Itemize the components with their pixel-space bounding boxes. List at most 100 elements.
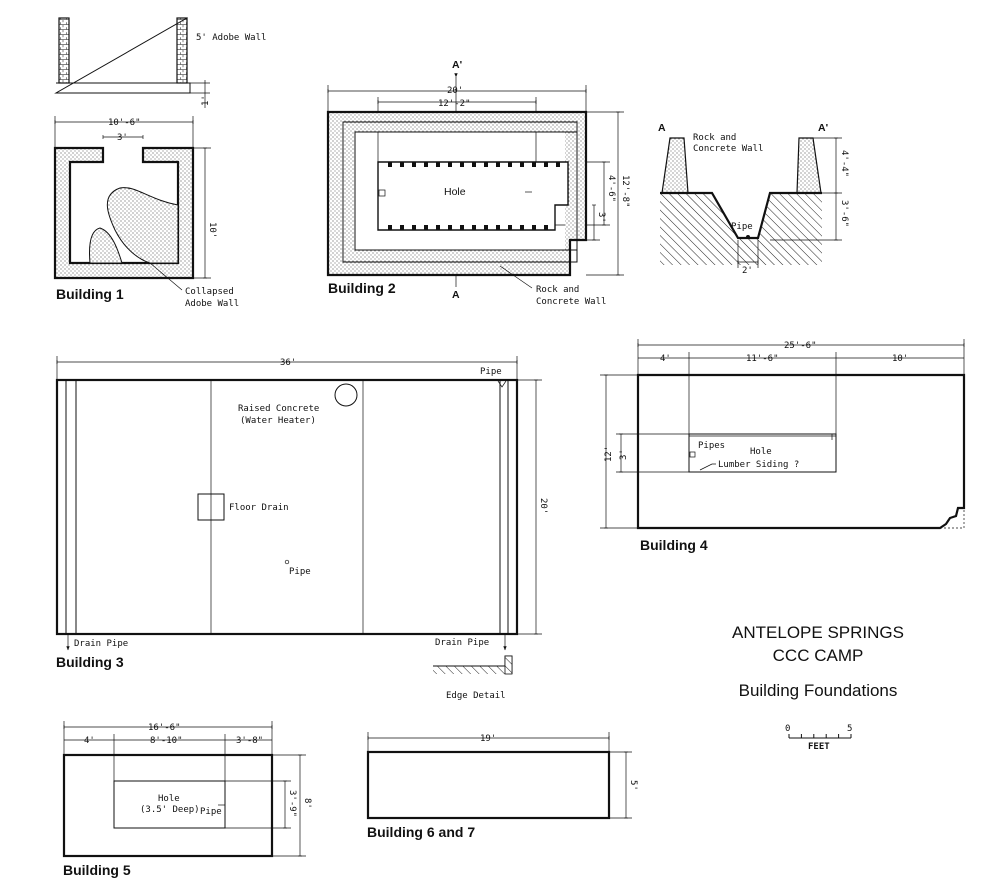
b67-title: Building 6 and 7 <box>367 824 475 840</box>
section-pipe-label: Pipe <box>731 222 753 232</box>
building-3: 36' 20' Pipe Raised Concrete (Water Heat… <box>55 356 548 701</box>
b2-hole-tooth <box>424 225 428 230</box>
b3-floor-drain: Floor Drain <box>229 503 289 513</box>
b2-hole-tooth <box>544 162 548 167</box>
b2-note-line2: Concrete Wall <box>536 297 606 307</box>
b2-hole-tooth <box>400 162 404 167</box>
section-a-a: A A' Rock and Concrete Wall Pipe 4'-4" 3… <box>658 122 849 276</box>
b5-hole-depth: (3.5' Deep) <box>140 805 200 815</box>
title-line1: ANTELOPE SPRINGS <box>732 623 904 642</box>
wall-section-dim: 1' <box>201 95 211 106</box>
b2-hole-tooth <box>448 162 452 167</box>
b2-hole-tooth <box>496 162 500 167</box>
b2-hole-tooth <box>436 162 440 167</box>
b3-height-dim: 20' <box>538 498 548 514</box>
scale-bar: 0 5 FEET <box>785 724 852 752</box>
b4-height-dim: 12' <box>604 446 614 462</box>
b2-hole-dim: 4'-6" <box>606 175 616 202</box>
b1-door-dim: 3' <box>117 133 128 143</box>
b4-title: Building 4 <box>640 537 708 553</box>
b4-total-dim: 25'-6" <box>784 341 817 351</box>
section-dim-bottom: 3'-6" <box>839 200 849 227</box>
b2-hole-tooth <box>484 225 488 230</box>
b2-hole-teeth <box>388 162 560 230</box>
b2-outer-dim: 20' <box>447 86 463 96</box>
b2-hole-tooth <box>460 162 464 167</box>
b5-title: Building 5 <box>63 862 131 878</box>
building-2: 20' 12'-2" 12'-8" 4'-6" 3' Hole A' A Roc… <box>326 59 630 307</box>
b3-title: Building 3 <box>56 654 124 670</box>
b5-hole: Hole <box>158 794 180 804</box>
b1-width-dim: 10'-6" <box>108 118 141 128</box>
b2-hole-tooth <box>508 225 512 230</box>
b2-hole-tooth <box>484 162 488 167</box>
b5-dim-c: 3'-8" <box>236 736 263 746</box>
b2-note-line1: Rock and <box>536 285 579 295</box>
section-note-line2: Concrete Wall <box>693 144 763 154</box>
b3-raised-line1: Raised Concrete <box>238 404 319 414</box>
b2-hole-tooth <box>472 225 476 230</box>
section-dim-top: 4'-4" <box>839 150 849 177</box>
b1-note-line2: Adobe Wall <box>185 299 239 309</box>
adobe-wall-label: 5' Adobe Wall <box>196 33 266 43</box>
b2-hole-tooth <box>508 162 512 167</box>
b2-hole-tooth <box>520 162 524 167</box>
section-dim-pipe: 2' <box>742 266 753 276</box>
b4-hole: Hole <box>750 447 772 457</box>
b2-hole-tooth <box>532 225 536 230</box>
b2-hole-tooth <box>496 225 500 230</box>
b4-lumber: Lumber Siding ? <box>718 460 799 470</box>
section-note-line1: Rock and <box>693 133 736 143</box>
b2-hole-tooth <box>448 225 452 230</box>
building-5: 16'-6" 4' 8'-10" 3'-8" Hole (3.5' Deep) … <box>62 721 312 878</box>
scale-unit: FEET <box>808 742 830 752</box>
b3-pipe-center: Pipe <box>289 567 311 577</box>
b5-height-dim: 8' <box>302 798 312 809</box>
b5-hole-dim: 3'-9" <box>287 790 297 817</box>
b2-hole-tooth <box>520 225 524 230</box>
section-mark-right: A' <box>818 122 828 134</box>
b2-section-bottom: A <box>452 289 460 301</box>
b2-notch-dim: 3' <box>596 212 606 223</box>
building-6-7: 19' 5' Building 6 and 7 <box>366 732 638 840</box>
b3-width-dim: 36' <box>280 358 296 368</box>
adobe-wall-section: 5' Adobe Wall 1' <box>54 17 266 108</box>
title-line2: CCC CAMP <box>773 646 864 665</box>
b2-title: Building 2 <box>328 280 396 296</box>
b2-hole-tooth <box>544 225 548 230</box>
b2-hole-tooth <box>412 162 416 167</box>
scale-five: 5 <box>847 724 852 734</box>
b4-hole-dim: 3' <box>619 449 629 460</box>
b2-hole-tooth <box>532 162 536 167</box>
b2-hole-tooth <box>556 162 560 167</box>
scale-zero: 0 <box>785 724 790 734</box>
b3-drain-right: Drain Pipe <box>435 638 489 648</box>
b2-hole-tooth <box>388 225 392 230</box>
b5-dim-a: 4' <box>84 736 95 746</box>
b2-hole-tooth <box>460 225 464 230</box>
b4-dim-c: 10' <box>892 354 908 364</box>
b5-dim-b: 8'-10" <box>150 736 183 746</box>
b2-hole-label: Hole <box>444 186 466 198</box>
b5-pipe: Pipe <box>200 807 222 817</box>
title-line3: Building Foundations <box>739 681 898 700</box>
b3-raised-line2: (Water Heater) <box>240 416 316 426</box>
b2-hole-tooth <box>436 225 440 230</box>
section-mark-left: A <box>658 122 666 134</box>
b2-inner-dim: 12'-2" <box>438 99 471 109</box>
b67-width-dim: 19' <box>480 734 496 744</box>
b2-hole-tooth <box>472 162 476 167</box>
b2-hole-tooth <box>400 225 404 230</box>
b3-edge-detail: Edge Detail <box>446 691 506 701</box>
b2-hole-tooth <box>412 225 416 230</box>
b4-pipes: Pipes <box>698 441 725 451</box>
b4-dim-a: 4' <box>660 354 671 364</box>
b67-height-dim: 5' <box>628 780 638 791</box>
b1-title: Building 1 <box>56 286 124 302</box>
b3-pipe-top: Pipe <box>480 367 502 377</box>
b2-hole-tooth <box>424 162 428 167</box>
b3-drain-left: Drain Pipe <box>74 639 128 649</box>
title-block: ANTELOPE SPRINGS CCC CAMP Building Found… <box>732 623 904 752</box>
building-1: 10'-6" 3' 10' Collapsed Adobe Wall Build… <box>53 116 239 309</box>
